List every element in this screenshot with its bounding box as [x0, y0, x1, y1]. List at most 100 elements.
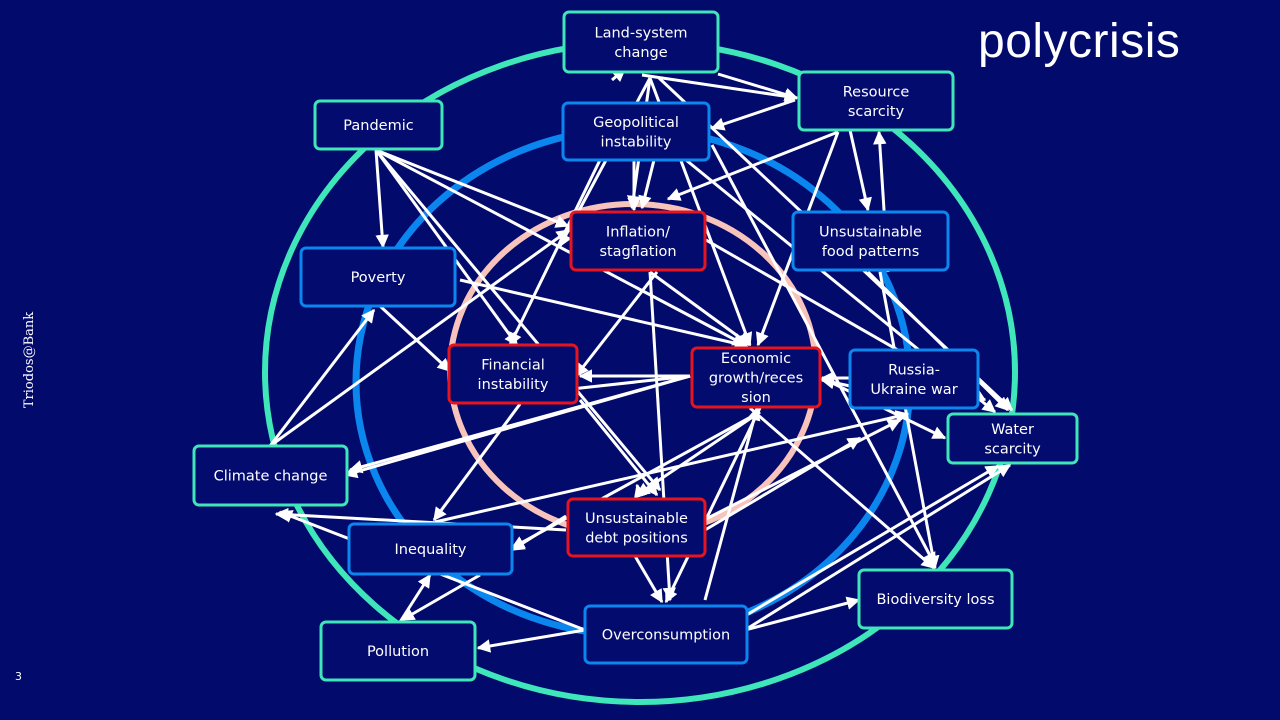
node-box: [583, 604, 749, 665]
node-label: Financial: [481, 357, 545, 373]
node-label: Pollution: [367, 644, 429, 660]
node-label: food patterns: [822, 244, 920, 260]
node-label: stagflation: [599, 244, 676, 260]
node-biodiversity: Biodiversity loss: [857, 568, 1014, 630]
node-land: Land-system change: [562, 10, 720, 74]
node-box: [561, 101, 711, 162]
node-economic: Economic growth/reces sion: [690, 346, 822, 409]
connection-arrow: [578, 399, 659, 497]
node-label: Pandemic: [343, 118, 413, 134]
connection-arrow: [744, 596, 861, 632]
node-label: change: [614, 45, 667, 61]
connection-arrow: [432, 403, 522, 522]
node-label: growth/reces: [709, 371, 803, 387]
connection-arrow: [666, 130, 839, 201]
brand-logo: Triodos@Bank: [22, 311, 37, 409]
node-label: sion: [741, 390, 771, 406]
connection-arrow: [459, 278, 749, 350]
node-box: [797, 70, 955, 132]
node-label: Overconsumption: [602, 628, 730, 644]
connection-arrow: [375, 148, 570, 228]
connection-arrow: [641, 73, 799, 103]
node-label: debt positions: [585, 530, 688, 546]
connection-arrow: [374, 149, 389, 249]
node-label: Economic: [721, 351, 791, 367]
connection-arrow: [476, 628, 586, 653]
node-box: [569, 210, 707, 272]
node-financial: Financial instability: [447, 343, 579, 405]
connection-arrow: [633, 555, 664, 604]
crisis-nodes: Land-systemchangeResourcescarcityPandemi…: [192, 10, 1079, 682]
node-debt: Unsustainable debt positions: [566, 497, 707, 558]
node-box: [566, 497, 707, 558]
node-box: [313, 99, 444, 151]
connection-arrow: [400, 573, 481, 622]
node-box: [192, 444, 349, 507]
connection-arrow: [749, 406, 936, 570]
connection-arrow: [269, 228, 571, 448]
connection-arrow: [508, 159, 602, 347]
node-label: instability: [601, 134, 672, 150]
node-pandemic: Pandemic: [313, 99, 444, 151]
node-label: scarcity: [984, 441, 1041, 457]
connection-arrow: [274, 507, 567, 532]
node-label: Ukraine war: [870, 382, 957, 398]
node-label: Land-system: [594, 25, 687, 41]
connection-arrow: [848, 129, 872, 212]
node-label: Inflation/: [606, 224, 670, 240]
slide-title: polycrisis: [978, 15, 1181, 68]
connection-arrow: [378, 304, 452, 373]
node-label: Unsustainable: [585, 511, 688, 527]
node-box: [791, 210, 950, 272]
node-box: [562, 10, 720, 74]
node-box: [347, 522, 514, 576]
node-label: instability: [478, 377, 549, 393]
connection-arrow: [343, 374, 691, 479]
node-box: [848, 348, 980, 410]
node-label: Biodiversity loss: [876, 592, 994, 608]
node-inflation: Inflation/stagflation: [569, 210, 707, 272]
connection-arrow: [664, 407, 762, 604]
node-water: Water scarcity: [946, 412, 1079, 465]
connection-arrow: [268, 308, 376, 447]
connection-arrow: [703, 418, 902, 522]
connection-arrow: [710, 144, 937, 567]
node-box: [319, 620, 477, 682]
node-label: Climate change: [214, 469, 328, 485]
node-inequality: Inequality: [347, 522, 514, 576]
node-label: Geopolitical: [593, 115, 679, 131]
connection-arrow: [510, 514, 567, 552]
connection-arrow: [649, 270, 752, 347]
node-box: [946, 412, 1079, 465]
node-label: Poverty: [351, 270, 406, 286]
connection-arrow: [703, 406, 761, 601]
node-label: Inequality: [395, 542, 467, 558]
node-geopolitical: Geopolitical instability: [561, 101, 711, 162]
node-pollution: Pollution: [319, 620, 477, 682]
connection-arrow: [635, 410, 761, 497]
node-box: [299, 246, 457, 308]
connection-arrow: [710, 98, 796, 131]
connection-arrow: [398, 573, 432, 623]
connection-arrow: [374, 149, 662, 492]
node-overconsumption: Overconsumption: [583, 604, 749, 665]
page-number: 3: [15, 670, 22, 683]
connection-arrow: [744, 463, 1012, 632]
connection-arrow: [634, 483, 647, 499]
node-label: Water: [991, 422, 1034, 438]
node-box: [857, 568, 1014, 630]
node-label: Russia-: [888, 362, 940, 378]
node-resource: Resource scarcity: [797, 70, 955, 132]
node-label: Resource: [843, 84, 910, 100]
connection-arrow: [375, 148, 747, 347]
connection-arrow: [717, 72, 799, 101]
connection-arrow: [434, 410, 910, 524]
node-box: [447, 343, 579, 405]
connection-arrow: [737, 464, 1000, 622]
node-label: scarcity: [848, 104, 905, 120]
connection-arrow: [574, 271, 659, 378]
node-russia: Russia- Ukraine war: [848, 348, 980, 410]
node-poverty: Poverty: [299, 246, 457, 308]
connection-arrow: [866, 270, 1010, 412]
